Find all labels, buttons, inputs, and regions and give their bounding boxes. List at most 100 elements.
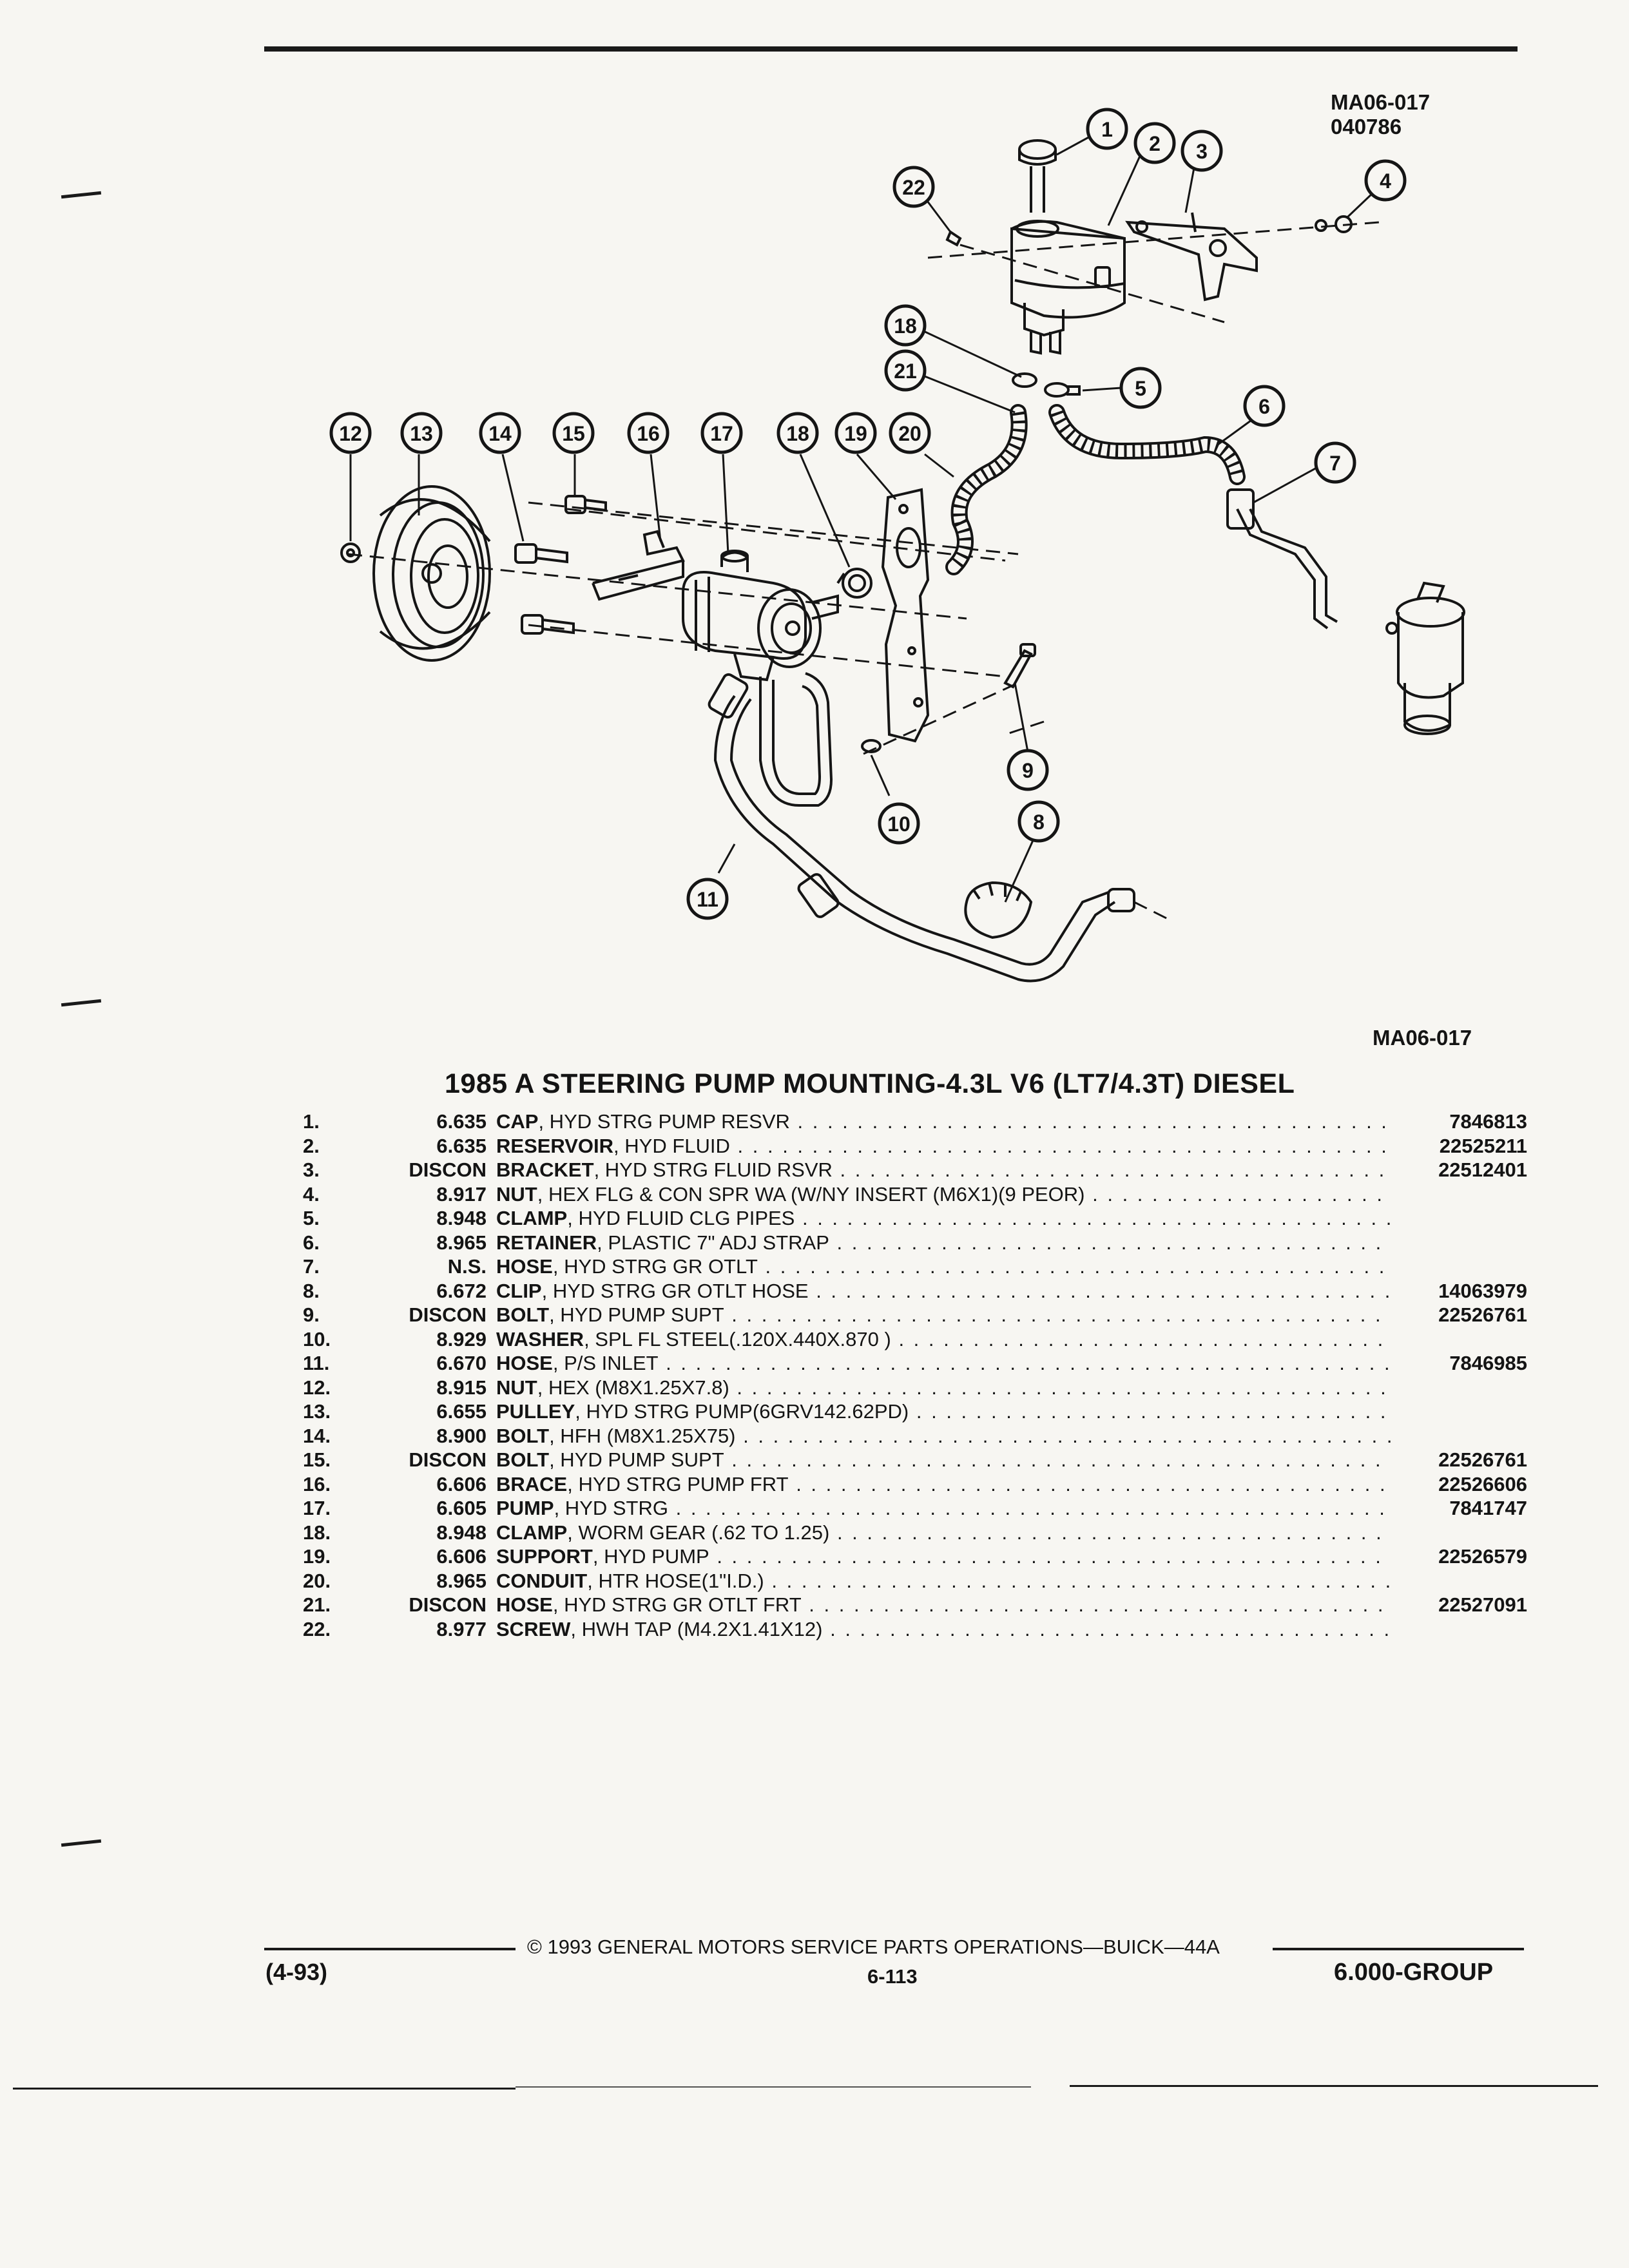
support-plate-icon [881,488,930,743]
part-detail: , HYD FLUID CLG PIPES [567,1207,795,1229]
leader-dots: . . . . . . . . . . . . . . . . . . . . … [765,1255,1392,1278]
part-detail: , HYD FLUID [613,1134,730,1157]
part-number: 22526761 [1438,1303,1527,1326]
part-name: RESERVOIR [496,1134,614,1157]
part-name: CLAMP [496,1207,568,1229]
part-description: HOSE, HYD STRG GR OTLT . . . . . . . . .… [496,1254,1392,1279]
svg-text:1: 1 [1101,118,1113,141]
part-detail: , HYD STRG PUMP FRT [567,1472,789,1495]
callout-8: 8 [1017,800,1060,843]
item-number: 2. [303,1134,320,1157]
part-number: 22525211 [1439,1134,1527,1157]
svg-text:2: 2 [1149,132,1161,155]
leader-dots: . . . . . . . . . . . . . . . . . . . . … [802,1207,1392,1229]
item-number: 3. [303,1158,320,1181]
bracket-icon [1125,212,1258,302]
callout-9: 9 [1007,749,1049,791]
callout-11: 11 [686,878,729,920]
svg-text:17: 17 [710,422,733,445]
part-description: HOSE, HYD STRG GR OTLT FRT . . . . . . .… [496,1593,1392,1617]
callout-10: 10 [878,802,920,845]
part-description: NUT, HEX (M8X1.25X7.8) . . . . . . . . .… [496,1376,1392,1400]
leader-dots: . . . . . . . . . . . . . . . . . . . . … [731,1448,1392,1471]
part-description: HOSE, P/S INLET . . . . . . . . . . . . … [496,1351,1392,1376]
part-detail: , HEX (M8X1.25X7.8) [537,1376,729,1399]
part-number: 22526761 [1438,1448,1527,1471]
footer-date: (4-93) [265,1959,328,1985]
part-name: HOSE [496,1352,553,1374]
item-number: 9. [303,1303,320,1326]
callout-6: 6 [1243,385,1286,427]
item-number: 16. [303,1472,331,1495]
item-number: 18. [303,1521,331,1544]
group-code: DISCON [409,1303,487,1326]
part-detail: , HYD PUMP SUPT [549,1448,724,1471]
part-description: BOLT, HFH (M8X1.25X75) . . . . . . . . .… [496,1424,1392,1448]
part-description: BRACE, HYD STRG PUMP FRT . . . . . . . .… [496,1472,1392,1497]
svg-text:10: 10 [887,812,911,836]
diagram-code: MA06-017 [1331,90,1431,114]
part-description: CLAMP, WORM GEAR (.62 TO 1.25) . . . . .… [496,1521,1392,1545]
part-name: SCREW [496,1617,571,1640]
part-name: PUMP [496,1497,554,1519]
part-description: WASHER, SPL FL STEEL(.120X.440X.870 ) . … [496,1327,1392,1352]
part-number: 22526579 [1438,1545,1527,1568]
part-name: BRACKET [496,1158,594,1181]
part-name: PULLEY [496,1400,575,1423]
svg-text:8: 8 [1033,811,1045,834]
group-code: 8.977 [436,1617,487,1640]
item-number: 13. [303,1400,331,1423]
group-code: 8.929 [436,1327,487,1350]
gear-box-icon [1385,581,1465,735]
table-row: 22. 8.977 SCREW, HWH TAP (M4.2X1.41X12) . … [303,1617,1527,1642]
reservoir-icon [1010,220,1126,355]
leader-dots: . . . . . . . . . . . . . . . . . . . . … [743,1424,1392,1447]
page-number: 6-113 [867,1965,918,1988]
part-name: HOSE [496,1593,553,1616]
leader-dots: . . . . . . . . . . . . . . . . . . . . … [796,1472,1392,1495]
part-detail: , HEX FLG & CON SPR WA (W/NY INSERT (M6X… [537,1182,1085,1206]
leader-dots: . . . . . . . . . . . . . . . . . . . . … [836,1231,1393,1254]
clip-icon [964,881,1033,939]
group-code: 6.672 [436,1279,487,1302]
bottom-scan-line [1070,2085,1598,2087]
part-detail: , SPL FL STEEL(.120X.440X.870 ) [584,1327,891,1350]
group-code: 8.948 [436,1521,487,1544]
item-number: 7. [303,1255,320,1278]
screw-icon [945,229,962,247]
svg-text:16: 16 [637,422,660,445]
item-number: 22. [303,1617,331,1640]
leader-dots: . . . . . . . . . . . . . . . . . . . . … [816,1279,1392,1302]
table-row: 7.N.S.HOSE, HYD STRG GR OTLT . . . . . .… [303,1254,1527,1279]
item-number: 21. [303,1593,331,1616]
margin-mark [61,1839,102,1847]
svg-text:18: 18 [786,422,809,445]
callout-18: 18 [776,412,819,454]
group-label: 6.000-GROUP [1334,1959,1494,1986]
item-number: 4. [303,1182,320,1206]
leader-dots: . . . . . . . . . . . . . . . . . . . . … [830,1617,1392,1640]
clamp-icon [1044,382,1081,398]
part-detail: , HYD STRG GR OTLT [552,1255,758,1278]
item-number: 14. [303,1424,331,1447]
callout-7: 7 [1314,441,1356,484]
leader-dots: . . . . . . . . . . . . . . . . . . . . … [898,1327,1392,1350]
svg-text:5: 5 [1135,377,1146,400]
part-detail: , HWH TAP (M4.2X1.41X12) [570,1617,823,1640]
part-name: BOLT [496,1303,550,1326]
part-description: SUPPORT, HYD PUMP . . . . . . . . . . . … [496,1544,1392,1569]
part-number: 22512401 [1438,1158,1527,1181]
cap-icon [1018,139,1057,213]
group-code: 8.915 [436,1376,487,1399]
svg-text:6: 6 [1258,395,1270,418]
item-number: 17. [303,1497,331,1519]
